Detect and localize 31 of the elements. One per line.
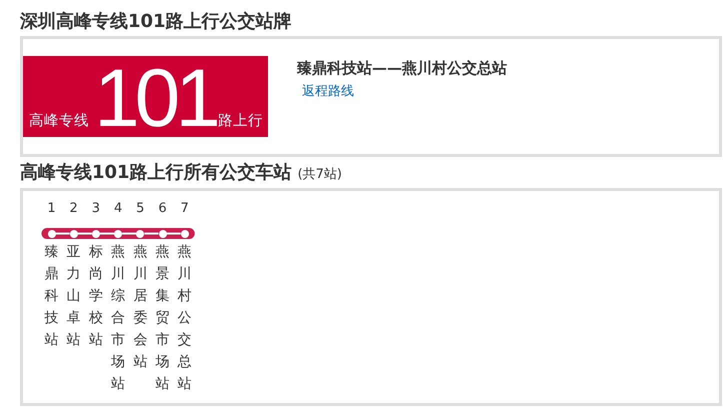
stop-number: 6 bbox=[157, 201, 168, 217]
route-line bbox=[56, 232, 70, 234]
stop-count: (共7站) bbox=[298, 166, 342, 184]
direction-text: 路上行 bbox=[218, 113, 263, 129]
route-line bbox=[78, 232, 92, 234]
stops-panel bbox=[20, 188, 722, 406]
return-route-link: 返程路线 bbox=[302, 84, 354, 100]
route-line bbox=[100, 232, 114, 234]
stop-number: 4 bbox=[112, 201, 124, 217]
route-name: 高峰专线 bbox=[29, 113, 89, 129]
route-number: 101 bbox=[93, 62, 217, 136]
section-heading: 高峰专线101路上行所有公交车站 bbox=[20, 161, 292, 185]
stop-number: 1 bbox=[46, 201, 57, 217]
page-title: 深圳高峰专线101路上行公交站牌 bbox=[20, 10, 292, 34]
stop-number: 5 bbox=[135, 201, 146, 217]
stop-name: 燕川村公交总站 bbox=[178, 243, 192, 394]
stop-name: 燕川综合市场站 bbox=[111, 243, 126, 394]
stop-number: 2 bbox=[68, 201, 79, 217]
stop-number: 3 bbox=[90, 201, 102, 217]
route-line bbox=[122, 232, 136, 234]
route-line bbox=[166, 232, 181, 234]
stop-name: 标尚学校站 bbox=[88, 243, 103, 350]
stop-number: 7 bbox=[180, 201, 190, 217]
route-sign bbox=[23, 56, 268, 137]
route-endpoints: 臻鼎科技站——燕川村公交总站 bbox=[297, 59, 507, 77]
stop-name: 燕景集贸市场站 bbox=[156, 243, 170, 394]
stop-name: 亚力山卓站 bbox=[66, 243, 81, 350]
stop-name: 臻鼎科技站 bbox=[44, 243, 58, 350]
route-line bbox=[144, 232, 158, 234]
info-panel bbox=[20, 36, 722, 157]
stop-name: 燕川居委会站 bbox=[133, 243, 148, 372]
